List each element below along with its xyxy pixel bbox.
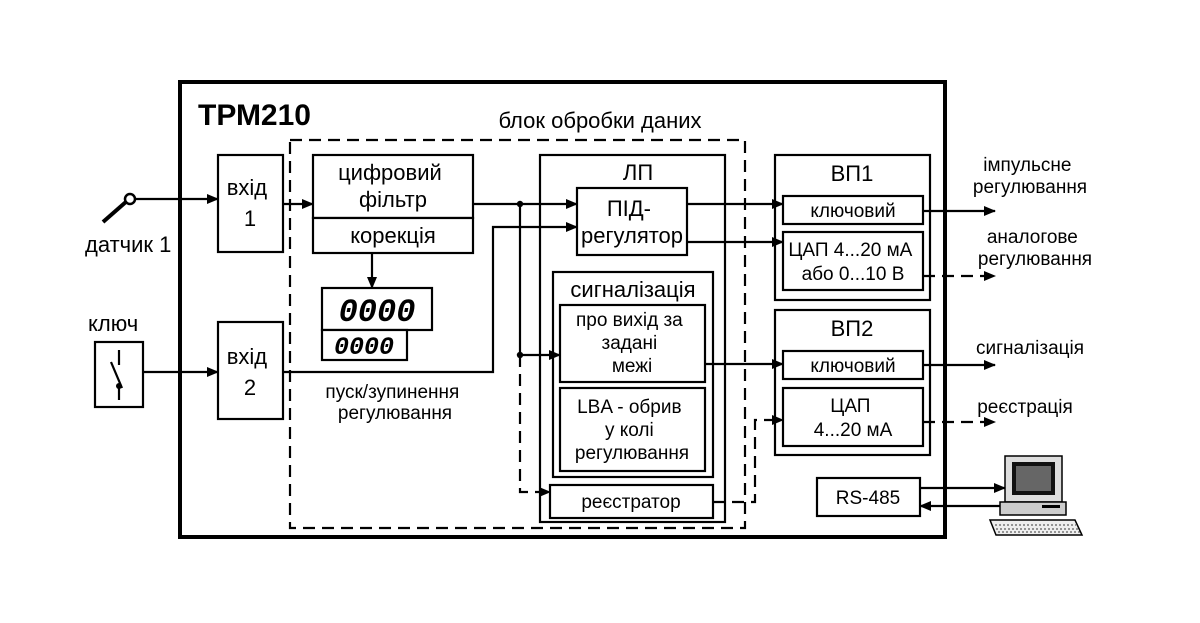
filter-label: цифровий фільтр [338,160,448,212]
sensor-label: датчик 1 [85,232,171,257]
seven-segment-display [320,286,434,362]
processing-block-label: блок обробки даних [498,108,701,133]
switch-icon [93,340,145,409]
recorder-label: реєстратор [581,492,680,513]
vp2-key-label: ключовий [810,356,895,377]
vp2-label: ВП2 [831,316,874,341]
vp2-dac-label: ЦАП 4...20 мА [814,396,893,441]
vp1-label: ВП1 [831,161,874,186]
recorder-to-vp2-dac [713,415,784,504]
alarm-limits-label: про вихід за задані межі [576,310,688,377]
key-label: ключ [88,311,138,336]
start-stop-label: пуск/зупинення регулювання [325,382,464,424]
input2-block [216,320,285,421]
display-top-digits: 0000 [339,294,416,331]
vp1-key-label: ключовий [810,201,895,222]
input1-block [216,153,285,254]
device-title: ТРМ210 [198,99,311,132]
lba-block [558,386,707,473]
correction-block [311,216,475,255]
pid-block [575,186,689,257]
lba-label: LBA - обрив у колі регулювання [575,397,689,464]
processing-block-frame [288,138,747,530]
sensor-icon [101,192,137,224]
logic-processor-label: ЛП [623,160,653,185]
input2-to-pid [283,222,578,374]
pulse-control-label: імпульсне регулювання [973,155,1087,198]
vp2-dac-block [781,386,925,448]
computer-icon [988,455,1084,536]
vp1-dac-block [781,230,925,292]
display-bottom-digits: 0000 [334,333,394,362]
input1-label: вхід 1 [227,175,274,231]
rs485-block [815,476,922,518]
vp1-dac-label: ЦАП 4...20 мА або 0...10 В [788,240,917,285]
input2-label: вхід 2 [227,344,274,400]
filter-block [311,153,475,220]
correction-label: корекція [350,223,436,248]
bus-to-recorder [518,355,551,497]
alarm-output-label: сигналізація [976,338,1084,359]
analog-control-label: аналогове регулювання [978,227,1092,270]
rs485-label: RS-485 [836,488,900,509]
pid-label: ПІД- регулятор [581,196,683,248]
vp1-key-block [781,194,925,226]
alarm-limits-block [558,303,707,384]
registration-label: реєстрація [977,397,1073,418]
alarm-label: сигналізація [570,277,695,302]
